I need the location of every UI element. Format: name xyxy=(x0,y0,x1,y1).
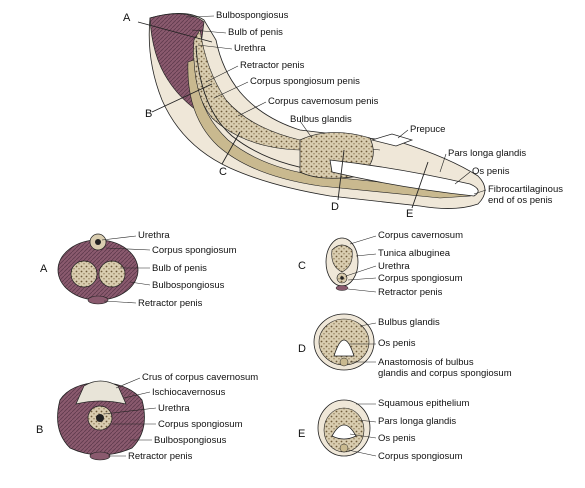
section-d-leaders xyxy=(350,322,377,363)
label-e-os-penis: Os penis xyxy=(378,433,416,444)
section-c-leaders xyxy=(345,235,377,293)
label-b-crus-of-corpus-cavernosum: Crus of corpus cavernosum xyxy=(142,372,259,383)
label-a-bulb-of-penis: Bulb of penis xyxy=(152,263,207,274)
label-prepuce: Prepuce xyxy=(410,124,446,135)
cross-section-e xyxy=(317,399,377,457)
section-mark-d: D xyxy=(331,201,339,213)
label-urethra-long: Urethra xyxy=(234,43,266,54)
label-b-ischiocavernosus: Ischiocavernosus xyxy=(152,387,226,398)
cross-section-c xyxy=(325,235,377,293)
label-retractor-penis-long: Retractor penis xyxy=(240,60,305,71)
label-c-urethra: Urethra xyxy=(378,261,410,272)
label-a-retractor-penis: Retractor penis xyxy=(138,298,203,309)
label-c-retractor-penis: Retractor penis xyxy=(378,287,443,298)
label-d-bulbus-glandis: Bulbus glandis xyxy=(378,317,440,328)
section-a-leaders xyxy=(101,235,151,304)
longitudinal-section xyxy=(137,13,487,209)
label-a-bulbospongiosus: Bulbospongiosus xyxy=(152,280,225,291)
label-b-bulbospongiosus: Bulbospongiosus xyxy=(154,435,227,446)
label-pars-longa-glandis-long: Pars longa glandis xyxy=(448,148,527,159)
label-os-penis-long: Os penis xyxy=(472,166,510,177)
label-d-anastomosis-line2: glandis and corpus spongiosum xyxy=(378,368,512,379)
cut-line-a xyxy=(137,21,213,43)
label-e-pars-longa-glandis: Pars longa glandis xyxy=(378,416,457,427)
label-corpus-spongiosum-penis: Corpus spongiosum penis xyxy=(250,76,360,87)
prepuce-fold xyxy=(370,133,414,147)
label-b-corpus-spongiosum: Corpus spongiosum xyxy=(158,419,243,430)
label-d-anastomosis-line1: Anastomosis of bulbus xyxy=(378,357,474,368)
cut-line-e xyxy=(411,161,429,209)
label-e-corpus-spongiosum: Corpus spongiosum xyxy=(378,451,463,462)
os-penis-bone xyxy=(329,159,479,197)
label-c-tunica-albuginea: Tunica albuginea xyxy=(378,248,451,259)
section-mark-a: A xyxy=(123,12,131,24)
section-a-letter: A xyxy=(40,263,48,275)
section-e-letter: E xyxy=(298,428,306,440)
label-c-corpus-spongiosum: Corpus spongiosum xyxy=(378,273,463,284)
label-d-os-penis: Os penis xyxy=(378,338,416,349)
section-e-leaders xyxy=(347,403,377,457)
cross-section-d xyxy=(313,313,377,371)
cut-line-d xyxy=(337,149,345,201)
label-bulbus-glandis-long: Bulbus glandis xyxy=(290,114,352,125)
label-a-corpus-spongiosum: Corpus spongiosum xyxy=(152,245,237,256)
section-mark-b: B xyxy=(145,108,153,120)
label-end-of-os-penis: end of os penis xyxy=(488,195,553,206)
label-bulb-of-penis-long: Bulb of penis xyxy=(228,27,283,38)
section-c-letter: C xyxy=(298,260,306,272)
label-bulbospongiosus-long: Bulbospongiosus xyxy=(216,10,289,21)
cross-section-b xyxy=(57,377,157,461)
cross-section-a xyxy=(57,233,151,305)
label-c-corpus-cavernosum: Corpus cavernosum xyxy=(378,230,464,241)
section-b-leaders xyxy=(103,377,157,457)
penis-body-outline xyxy=(148,13,486,209)
cut-line-b xyxy=(151,83,213,113)
label-corpus-cavernosum-penis: Corpus cavernosum penis xyxy=(268,96,379,107)
label-a-urethra: Urethra xyxy=(138,230,170,241)
cut-line-c xyxy=(221,131,241,165)
label-b-urethra: Urethra xyxy=(158,403,190,414)
longitudinal-leaders xyxy=(185,15,487,195)
section-d-letter: D xyxy=(298,343,306,355)
label-e-squamous-epithelium: Squamous epithelium xyxy=(378,398,470,409)
section-b-letter: B xyxy=(36,424,44,436)
label-fibrocartilaginous: Fibrocartilaginous xyxy=(488,184,563,195)
section-mark-c: C xyxy=(219,166,227,178)
label-b-retractor-penis: Retractor penis xyxy=(128,451,193,462)
section-mark-e: E xyxy=(406,208,414,220)
